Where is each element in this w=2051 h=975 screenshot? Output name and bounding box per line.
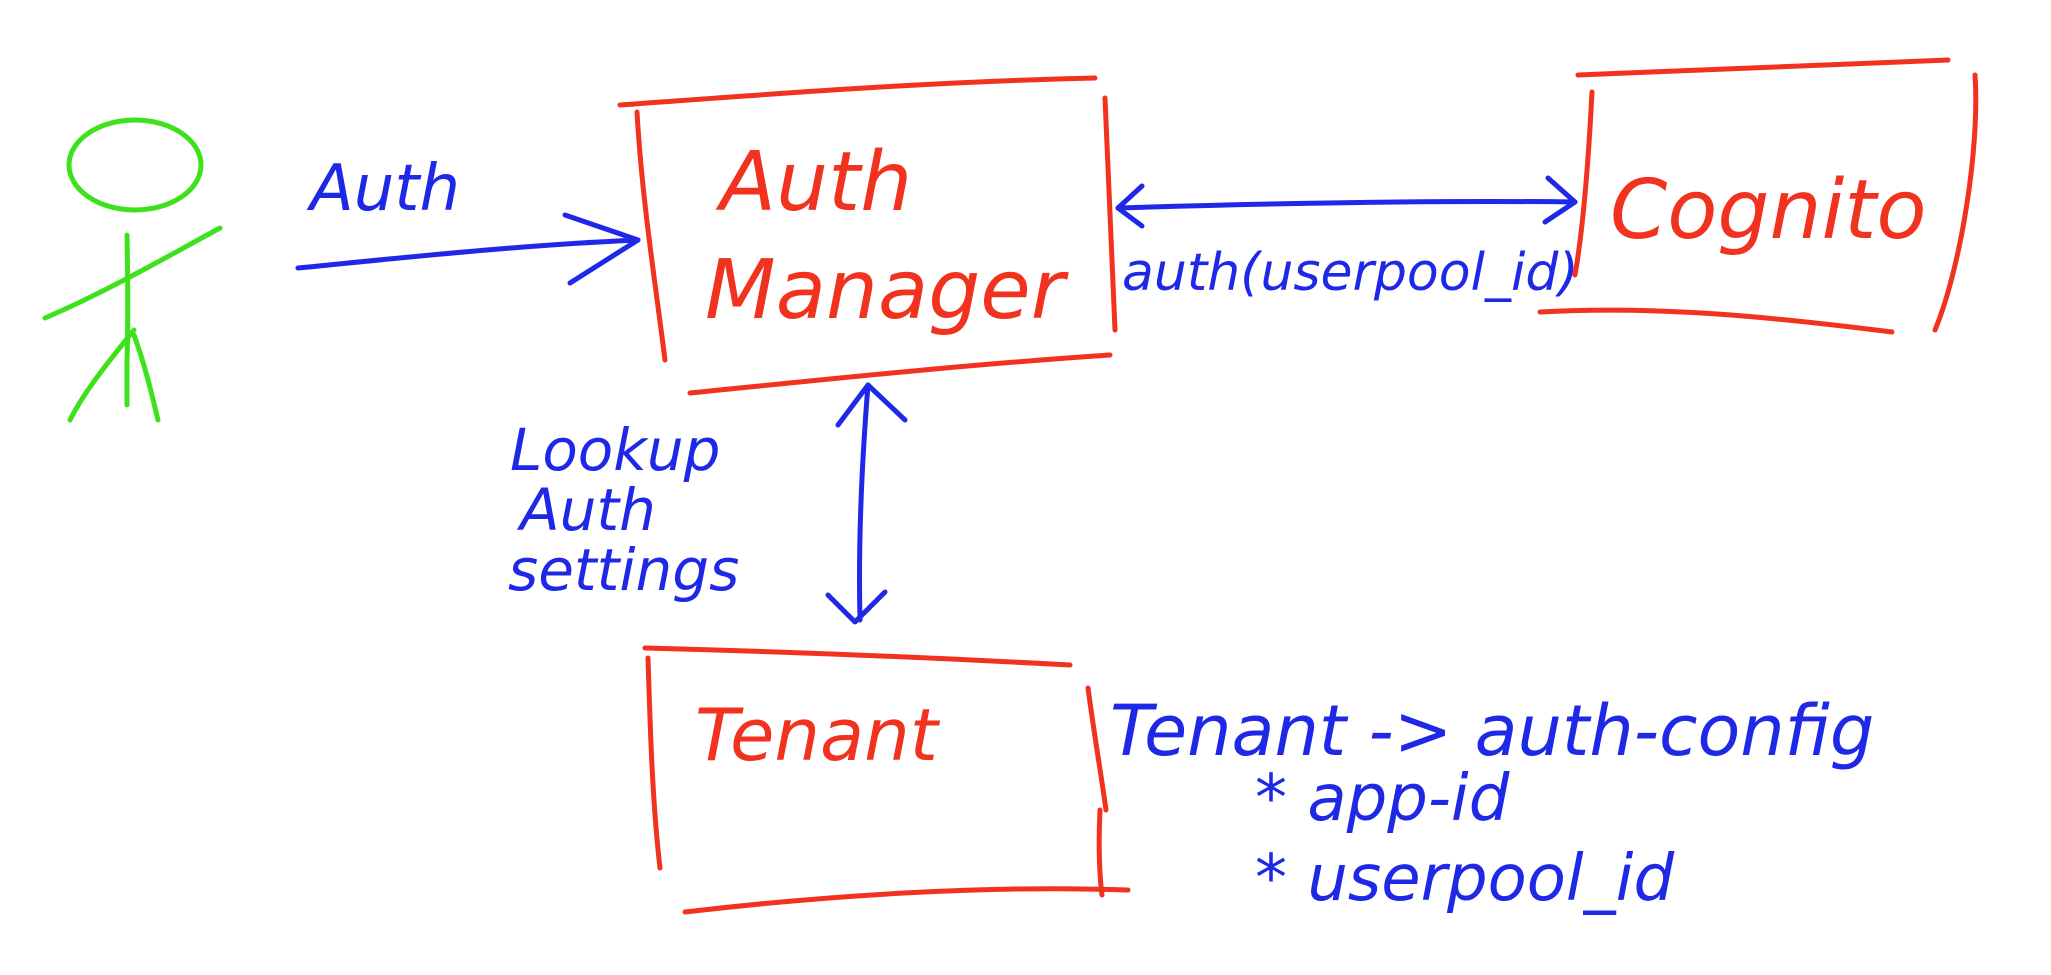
stick-figure-user-icon — [42, 117, 223, 423]
auth-manager-label-line2: Manager — [705, 243, 1069, 338]
arrow-auth-manager-tenant — [825, 382, 908, 625]
auth-manager-label-line1: Auth — [715, 135, 912, 230]
cognito-box — [1537, 57, 1979, 335]
auth-manager-box — [617, 75, 1118, 396]
edge-label-lookup: Lookup — [510, 416, 720, 484]
arrow-auth-manager-cognito — [1115, 175, 1578, 229]
actor-right-leg — [131, 332, 161, 423]
note-mapping: Tenant -> auth-config — [1110, 690, 1874, 772]
edge-label-auth: Auth — [306, 152, 460, 226]
actor-head — [66, 117, 204, 213]
note-field-app-id: * app-id — [1255, 762, 1510, 836]
edge-label-auth-userpool: auth(userpool_id) — [1122, 243, 1579, 303]
arrowhead-left — [1115, 183, 1145, 229]
edge-label-auth-settings-2: settings — [508, 536, 739, 604]
tenant-label: Tenant — [695, 693, 941, 777]
actor-arms — [42, 225, 223, 321]
arrowhead-up — [835, 382, 908, 428]
arrowhead-right — [562, 212, 641, 286]
arrow-user-to-auth-manager — [295, 212, 641, 286]
tenant-box — [642, 645, 1131, 915]
cognito-label: Cognito — [1610, 163, 1927, 258]
arrowhead-right — [1542, 175, 1578, 225]
edge-label-auth-settings-1: Auth — [516, 476, 656, 544]
actor-body — [124, 232, 131, 408]
note-field-userpool-id: * userpool_id — [1255, 842, 1674, 916]
arrowhead-down — [825, 589, 888, 625]
actor-left-leg — [67, 327, 137, 423]
